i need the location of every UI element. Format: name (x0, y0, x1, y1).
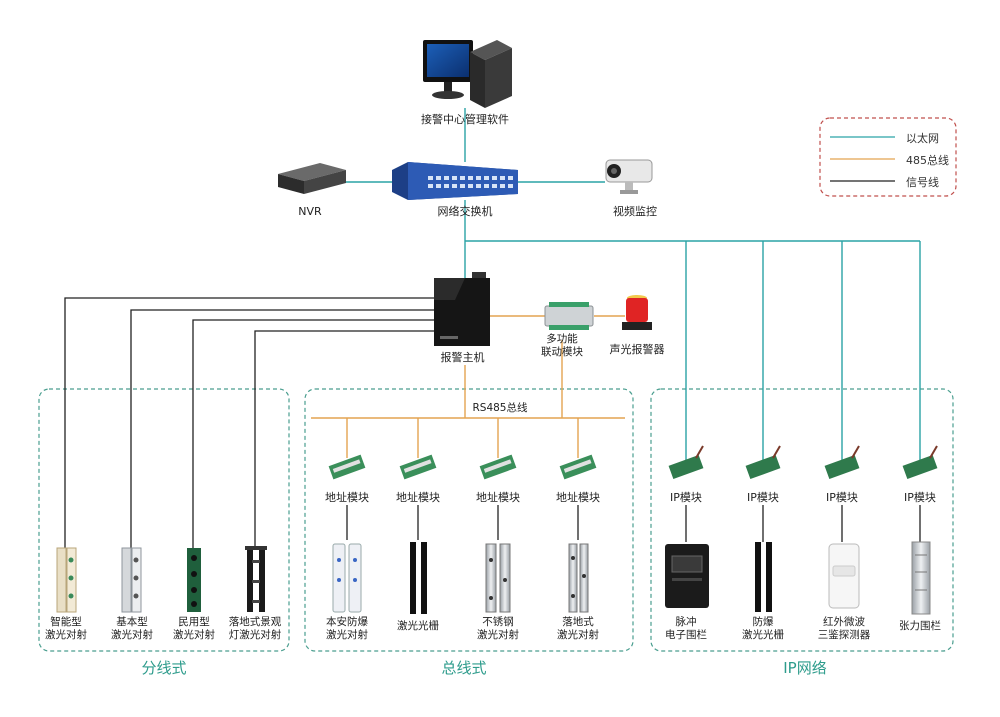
ip-module-icon-4 (902, 445, 938, 480)
label-right-device-1: 脉冲 电子围栏 (665, 616, 707, 641)
ip-module-icon-2 (745, 445, 781, 480)
stainless-laser-beam-icon (485, 543, 511, 613)
label-address-module-4: 地址模块 (556, 491, 600, 504)
label-right-device-3: 红外微波 三鉴探测器 (817, 616, 871, 641)
linkage-module-icon (544, 302, 594, 330)
tension-fence-icon (911, 541, 931, 615)
network-switch-icon (392, 162, 518, 200)
zone-box-right (650, 388, 954, 652)
explosion-proof-laser-icon (332, 543, 362, 613)
legend-485-label: 485总线 (906, 154, 949, 167)
label-address-module-3: 地址模块 (476, 491, 520, 504)
label-left-device-3: 民用型 激光对射 (173, 616, 215, 641)
zone-title-right: IP网络 (783, 659, 827, 677)
legend-box (819, 117, 957, 197)
basic-laser-beam-icon (121, 547, 142, 613)
label-left-device-1: 智能型 激光对射 (45, 616, 87, 641)
zone-box-middle (304, 388, 634, 652)
computer-tower-icon (470, 40, 512, 108)
legend-signal-label: 信号线 (906, 176, 939, 189)
laser-grating-icon (410, 542, 427, 614)
label-address-module-2: 地址模块 (396, 491, 440, 504)
label-alarm-host: 报警主机 (440, 351, 485, 364)
floor-laser-beam-icon (568, 543, 589, 613)
label-middle-device-4: 落地式 激光对射 (557, 616, 599, 641)
label-center-software: 接警中心管理软件 (421, 113, 509, 126)
explosion-proof-grating-icon (755, 542, 772, 612)
label-ip-module-2: IP模块 (747, 491, 779, 504)
label-ip-module-1: IP模块 (670, 491, 702, 504)
label-middle-device-2: 激光光栅 (397, 620, 439, 632)
civil-laser-beam-icon (187, 548, 201, 612)
label-linkage-module: 多功能 联动模块 (541, 333, 583, 358)
label-address-module-1: 地址模块 (325, 491, 369, 504)
triple-tech-detector-icon (828, 543, 860, 609)
label-ip-module-3: IP模块 (826, 491, 858, 504)
electronic-fence-icon (665, 544, 709, 608)
signal-lines (64, 297, 921, 548)
label-right-device-2: 防爆 激光光栅 (742, 616, 784, 641)
ip-module-icon-1 (668, 445, 704, 480)
label-middle-device-1: 本安防爆 激光对射 (326, 616, 368, 641)
label-nvr: NVR (298, 205, 322, 218)
zone-title-middle: 总线式 (441, 659, 487, 677)
label-siren: 声光报警器 (609, 343, 665, 356)
legend-ethernet-label: 以太网 (906, 132, 939, 145)
address-module-icon-4 (559, 454, 597, 480)
label-right-device-4: 张力围栏 (899, 620, 941, 632)
rs485-lines (311, 315, 625, 458)
label-rs485-bus: RS485总线 (472, 402, 528, 414)
label-video: 视频监控 (613, 205, 657, 218)
ethernet-lines (345, 108, 921, 460)
label-ip-module-4: IP模块 (904, 491, 936, 504)
address-module-icon-2 (399, 454, 437, 480)
address-module-icon-1 (328, 454, 366, 480)
monitor-icon (423, 40, 473, 99)
video-camera-icon (605, 159, 653, 194)
alarm-host-icon (434, 272, 490, 346)
label-left-device-4: 落地式景观 灯激光对射 (228, 616, 282, 641)
label-left-device-2: 基本型 激光对射 (111, 616, 153, 641)
zone-title-left: 分线式 (141, 659, 187, 677)
address-module-icon-3 (479, 454, 517, 480)
label-switch: 网络交换机 (437, 205, 493, 218)
ip-module-icon-3 (824, 445, 860, 480)
siren-icon (622, 295, 652, 330)
smart-laser-beam-icon (56, 547, 77, 613)
label-middle-device-3: 不锈钢 激光对射 (477, 616, 519, 641)
landscape-lamp-laser-icon (245, 546, 267, 612)
nvr-icon (278, 163, 346, 194)
zone-box-left (38, 388, 290, 652)
